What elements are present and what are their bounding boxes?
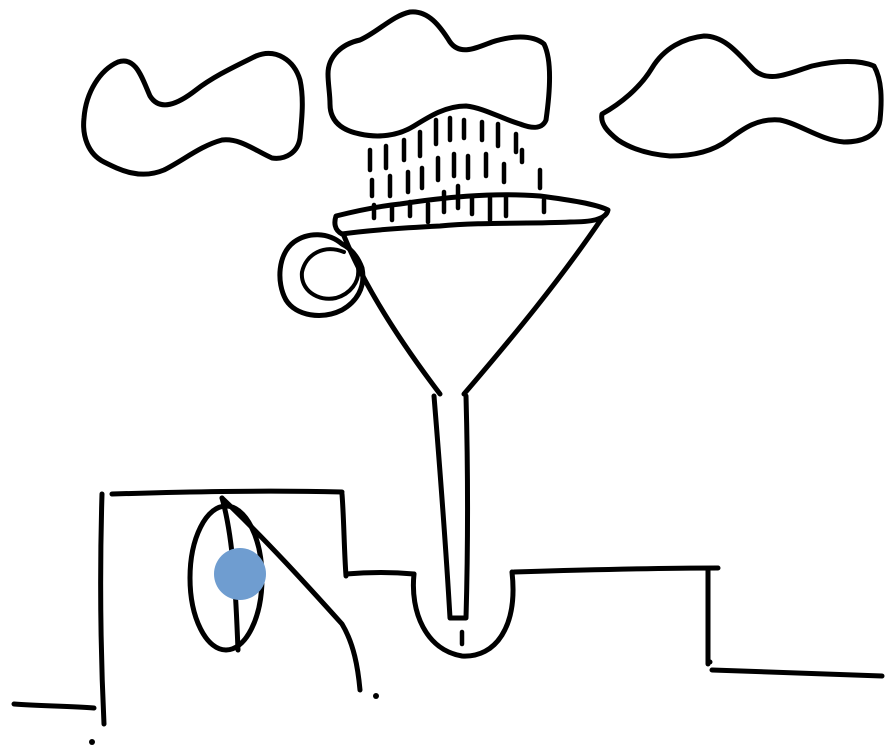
eye-iris	[214, 548, 266, 600]
ink-dots	[89, 660, 713, 746]
cloud-middle-icon	[328, 12, 550, 136]
eye-icon	[190, 498, 360, 690]
mug-handle-icon	[280, 235, 363, 316]
cloud-right-icon	[602, 36, 881, 156]
funnel-icon	[335, 195, 608, 618]
cloud-left-icon	[84, 53, 303, 174]
